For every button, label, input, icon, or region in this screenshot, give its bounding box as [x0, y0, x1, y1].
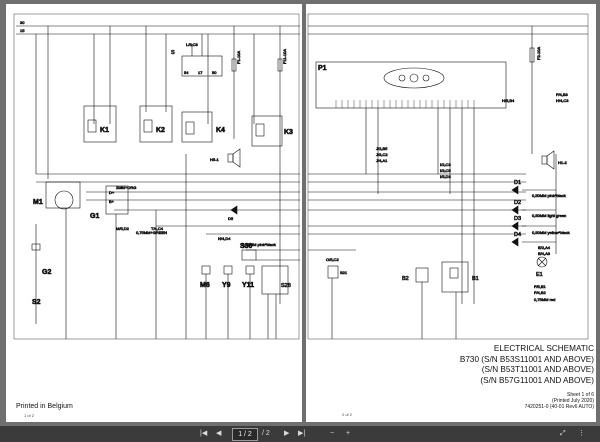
ref-f5e1: H/5,B4	[502, 98, 515, 103]
switch-term-54: 54	[184, 70, 189, 75]
ref-e2a4: F/4,B3	[556, 92, 569, 97]
alternator-g1-label: G1	[90, 213, 99, 220]
viewer-toolbar: |◀ ◀ 1 / 2 / 2 ▶ ▶| − + ⤢ ⋮	[0, 426, 600, 442]
ref-j3c2: J/3,C2	[376, 152, 388, 157]
schematic-drawing-right: P1 F2-10A F/4,B3 H/4,C3 H/5,B4	[306, 13, 589, 340]
ref-n4d4: N/4,D4	[218, 236, 231, 241]
sheet-info: Sheet 1 of 6 (Printed July 2020) 7420251…	[456, 392, 594, 411]
fuse-f1-label: F1-10A	[236, 51, 241, 64]
diode-d2-label: D2	[514, 200, 521, 206]
relay-k3-label: K3	[284, 129, 293, 136]
diode-d4-label: D4	[514, 232, 521, 238]
page-number-field[interactable]: 1 / 2	[232, 428, 258, 441]
valve-y11-label: Y11	[242, 282, 254, 289]
sensor-b1-label: B1	[472, 276, 479, 282]
title-line-1: ELECTRICAL SCHEMATIC	[493, 344, 594, 353]
ref-t4c4: T/4,C4	[151, 226, 164, 231]
page1-number: 1 of 2	[24, 413, 35, 418]
schematic-page-2: P1 F2-10A F/4,B3 H/4,C3 H/5,B4	[306, 4, 596, 422]
alt-term-d: D+	[109, 190, 115, 195]
rail-30-label: 30	[20, 20, 25, 25]
motor-m6-label: M6	[200, 282, 210, 289]
sheet-line-3: 7420251-0 (40-01 Rev6 AUTO)	[524, 404, 594, 411]
more-options-icon[interactable]: ⋮	[578, 430, 585, 437]
alt-term-b: B+	[109, 199, 115, 204]
title-line-3: (S/N B53T11001 AND ABOVE)	[481, 365, 594, 374]
switch-term-17: 17	[198, 70, 203, 75]
ref-f4b3: E/4,A3	[538, 251, 551, 256]
fuse-f11-label: F11-10A	[282, 49, 287, 64]
printed-in-note: Printed in Belgium	[16, 403, 73, 410]
switch-term-50: 50	[212, 70, 217, 75]
diode-d5-label: D5	[228, 216, 234, 221]
relay-k2-label: K2	[156, 127, 165, 134]
horn-h12-label: H1-2	[558, 160, 567, 165]
relay-k1-label: K1	[100, 127, 109, 134]
rail-15-label: 15	[20, 28, 25, 33]
switch-s28-label: S28	[281, 283, 291, 289]
horn-h5-label: H5-1	[210, 157, 219, 162]
schematic-drawing-left: 30 15 F1-10A F11-10A S 54 17 50	[13, 13, 300, 340]
wire-note-pink: 0,50MM pink*black	[532, 193, 566, 198]
red-wire-note: 0,75MM red	[534, 297, 555, 302]
sheet-line-2: (Printed July 2020)	[552, 398, 594, 405]
zoom-in-icon[interactable]: +	[346, 430, 351, 437]
wire-label-org: 2MM+ORG	[116, 185, 136, 190]
page-total-label: / 2	[262, 430, 270, 437]
title-block: ELECTRICAL SCHEMATIC B730 (S/N B53S11001…	[446, 344, 594, 386]
sensor-b2-label: B2	[402, 276, 409, 282]
diode-d3-label: D3	[514, 216, 521, 222]
wire-label-pink: 0,50MM pink*black	[242, 242, 276, 247]
ref-m5d2: M/5,D2	[116, 226, 130, 231]
ref-j4a1: J/4,A1	[376, 158, 388, 163]
next-page-icon[interactable]: ▶	[284, 430, 290, 437]
relay-k4-label: K4	[216, 127, 225, 134]
ref-o5c2: O/5,C2	[326, 257, 339, 262]
ref-e4a3: H/4,C3	[556, 98, 569, 103]
panel-p1-label: P1	[318, 65, 327, 72]
wire-note-yellow: 0,50MM yellow*black	[532, 230, 570, 235]
ref-i2c3: I/2,C3	[440, 162, 451, 167]
ref-i3c5: I/3,C5	[440, 168, 451, 173]
switch-s2-label: S2	[32, 299, 41, 306]
sensor-g2-label: G2	[42, 269, 51, 276]
first-page-icon[interactable]: |◀	[200, 430, 208, 437]
fuse-f2-label: F2-10A	[536, 47, 541, 60]
zoom-out-icon[interactable]: −	[330, 430, 335, 437]
page2-number: 2 of 2	[342, 412, 353, 417]
last-page-icon[interactable]: ▶|	[298, 430, 306, 437]
wire-note-green: 0,50MM light green	[532, 213, 566, 218]
wire-label-green: 0,75MM+GREEN	[136, 230, 167, 235]
ref-h5b4: F/4,B2	[534, 290, 547, 295]
starter-m1-label: M1	[33, 199, 43, 206]
switch-s30-label: S30	[240, 243, 253, 250]
ref-f4b2: E/2,A4	[538, 245, 551, 250]
switch-s21-label: S21	[340, 270, 348, 275]
title-line-4: (S/N B57G11001 AND ABOVE)	[480, 375, 594, 385]
ref-i5d3: I/5,D3	[440, 174, 451, 179]
sheet-line-1: Sheet 1 of 6	[567, 392, 594, 398]
fullscreen-icon[interactable]: ⤢	[560, 430, 566, 437]
diode-d1-label: D1	[514, 180, 521, 186]
lamp-e1-label: E1	[536, 272, 543, 278]
ref-j2b5: J/2,B5	[376, 146, 388, 151]
valve-y9-label: Y9	[222, 282, 231, 289]
key-switch-label: S	[171, 50, 175, 56]
schematic-page-1: 30 15 F1-10A F11-10A S 54 17 50	[6, 4, 302, 422]
ref-h4c3: F/5,E1	[534, 284, 547, 289]
prev-page-icon[interactable]: ◀	[216, 430, 222, 437]
title-line-2: B730 (S/N B53S11001 AND ABOVE)	[459, 354, 594, 364]
ref-l5c3: L/5,C3	[186, 42, 199, 47]
